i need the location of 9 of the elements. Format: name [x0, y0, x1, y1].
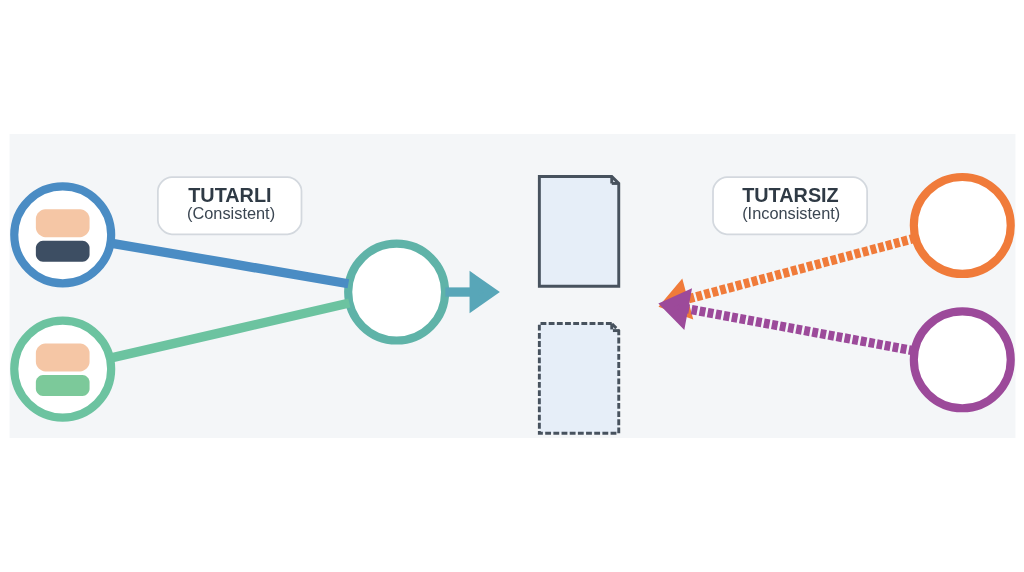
node-circle [909, 172, 1015, 279]
arrow [444, 270, 500, 314]
node-circle [909, 307, 1015, 413]
arrow [657, 288, 915, 356]
node-circle [343, 239, 449, 345]
node-person [9, 182, 115, 288]
node-box: TUTARLI (Consistent) [156, 176, 302, 236]
node-person [9, 316, 115, 422]
node-box: TUTARSIZ (Inconsistent) [711, 176, 868, 236]
